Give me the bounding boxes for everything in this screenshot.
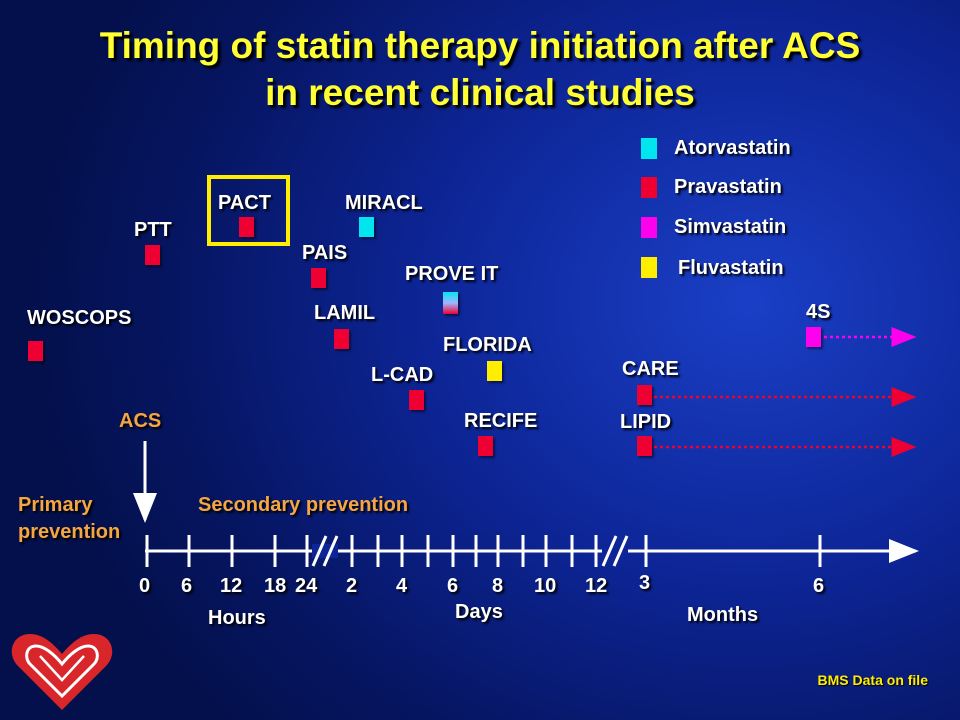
tick-months-3: 3 <box>639 572 651 594</box>
axis-label-days: Days <box>455 601 503 623</box>
pact-highlight-box <box>207 175 290 246</box>
legend-label-pravastatin: Pravastatin <box>674 176 782 198</box>
study-label-miracl: MIRACL <box>345 192 423 214</box>
tick-hours-24: 24 <box>295 575 318 597</box>
marker-lamil <box>334 329 349 349</box>
tick-hours-0: 0 <box>139 575 151 597</box>
axis-break-2 <box>601 535 629 567</box>
marker-pact <box>239 217 254 237</box>
study-label-ptt: PTT <box>134 219 172 241</box>
tick-hours-12: 12 <box>220 575 243 597</box>
primary-prevention-text: Primary prevention <box>18 494 121 543</box>
primary-prevention-label: Primary prevention <box>18 492 148 546</box>
title-line-1: Timing of statin therapy initiation afte… <box>99 25 861 66</box>
study-label-lcad: L-CAD <box>371 364 434 386</box>
legend-swatch-fluvastatin <box>641 257 657 278</box>
axis-ticks <box>145 535 822 567</box>
marker-prove-it <box>443 292 458 314</box>
legend-label-fluvastatin: Fluvastatin <box>678 257 784 279</box>
study-label-recife: RECIFE <box>464 410 538 432</box>
tick-days-2: 2 <box>346 575 358 597</box>
footer-source: BMS Data on file <box>817 672 928 688</box>
tick-days-8: 8 <box>492 575 504 597</box>
legend-swatch-atorvastatin <box>641 138 657 159</box>
tick-hours-6: 6 <box>181 575 193 597</box>
tick-days-12: 12 <box>585 575 608 597</box>
marker-lipid <box>637 436 652 456</box>
axis-label-hours: Hours <box>208 607 266 629</box>
slide-title: Timing of statin therapy initiation afte… <box>0 22 960 116</box>
marker-recife <box>478 436 493 456</box>
tick-hours-18: 18 <box>264 575 287 597</box>
legend-swatch-pravastatin <box>641 177 657 198</box>
marker-ptt <box>145 245 160 265</box>
study-label-lipid: LIPID <box>620 411 672 433</box>
axis-label-months: Months <box>687 604 759 626</box>
study-label-woscops: WOSCOPS <box>27 307 132 329</box>
marker-care <box>637 385 652 405</box>
study-label-prove-it: PROVE IT <box>405 263 499 285</box>
acs-label: ACS <box>119 410 162 432</box>
study-label-pais: PAIS <box>302 242 348 264</box>
tick-days-6: 6 <box>447 575 459 597</box>
marker-4s <box>806 327 821 347</box>
marker-pais <box>311 268 326 288</box>
secondary-prevention-label: Secondary prevention <box>198 494 409 516</box>
marker-miracl <box>359 217 374 237</box>
study-label-lamil: LAMIL <box>314 302 376 324</box>
legend-label-simvastatin: Simvastatin <box>674 216 787 238</box>
marker-lcad <box>409 390 424 410</box>
axis-break-1 <box>311 535 339 567</box>
study-label-care: CARE <box>622 358 679 380</box>
title-line-2: in recent clinical studies <box>265 72 695 113</box>
marker-florida <box>487 361 502 381</box>
tick-days-4: 4 <box>396 575 408 597</box>
legend-label-atorvastatin: Atorvastatin <box>674 137 791 159</box>
heart-logo <box>11 634 113 710</box>
study-label-florida: FLORIDA <box>443 334 532 356</box>
study-label-4s: 4S <box>806 301 831 323</box>
tick-days-10: 10 <box>534 575 557 597</box>
legend-swatch-simvastatin <box>641 217 657 238</box>
tick-months-6: 6 <box>813 575 825 597</box>
marker-woscops <box>28 341 43 361</box>
study-label-pact: PACT <box>218 192 271 214</box>
